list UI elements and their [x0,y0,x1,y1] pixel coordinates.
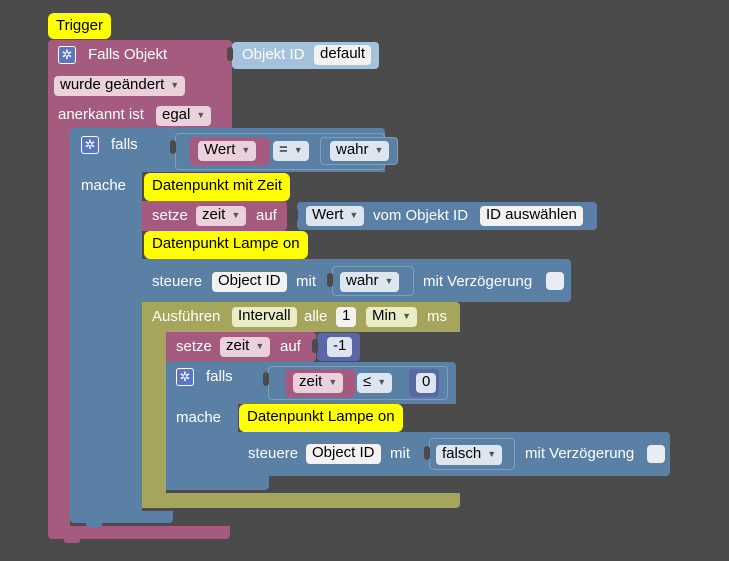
set-to-label: auf [256,207,277,224]
lamp-off-value-notch [424,446,430,460]
interval-unit: Min [372,307,397,324]
outer-if-foot-tab [86,522,102,527]
inner-if-label: falls [206,368,233,385]
lamp-on-value-notch [327,273,333,287]
outer-do-label: mache [81,177,127,194]
control-label: steuere [152,273,203,290]
set-var-dropdown[interactable]: zeit ▼ [196,206,247,226]
decrement-var-dropdown[interactable]: zeit ▼ [220,337,271,357]
compare-notch [170,140,176,154]
decrement-number-notch [312,339,318,353]
object-id-label: Objekt ID [242,46,305,63]
interval-unit-dropdown[interactable]: Min ▼ [366,307,418,327]
decrement-to-label: auf [280,338,301,355]
lamp-off-value: falsch [442,445,482,462]
prop-value: Wert [312,206,344,223]
compare-operator-dropdown[interactable]: =▼ [273,141,309,161]
set-time-comment[interactable]: Datenpunkt mit Zeit [144,173,291,201]
decrement-var-value: zeit [226,337,250,354]
bool-true-value: wahr [336,141,369,158]
lamp-off-value-dropdown[interactable]: falsch ▼ [436,445,503,465]
outer-if-footer [70,511,173,523]
wert-var-dropdown[interactable]: Wert ▼ [198,141,257,161]
chevron-down-icon: ▼ [170,80,180,90]
chevron-down-icon: ▼ [402,311,412,321]
lamp-off-comment[interactable]: Datenpunkt Lampe on [239,404,403,432]
with-label: mit [296,273,316,290]
chevron-down-icon: ▼ [374,145,384,155]
chevron-down-icon: ▼ [293,145,303,155]
delay-label: mit Verzögerung [423,273,533,290]
object-id-field[interactable]: default [314,45,372,65]
ack-label: anerkannt ist [58,106,144,123]
trigger-title: Falls Objekt [88,46,168,63]
trigger-foot-tab [64,537,80,543]
trigger-comment[interactable]: Trigger [48,13,111,39]
chevron-down-icon: ▼ [231,210,241,220]
exec-label: Ausführen [152,308,221,325]
get-value-notch [292,208,298,222]
outer-if-spine [70,170,142,516]
chevron-down-icon: ▼ [349,210,359,220]
lamp-off-delay-checkbox[interactable] [647,445,665,463]
chevron-down-icon: ▼ [384,276,394,286]
zero-number-field[interactable]: 0 [416,373,437,393]
interval-mode-dropdown[interactable]: Intervall [232,307,297,327]
set-var-value: zeit [202,206,226,223]
object-id-input-notch [227,47,233,61]
chevron-down-icon: ▼ [196,110,206,120]
wert-var-value: Wert [204,141,236,158]
inner-compare-notch [263,372,269,386]
decrement-number-field[interactable]: -1 [327,337,353,357]
delay-checkbox[interactable] [546,272,564,290]
trigger-block-spine [48,128,70,530]
set-label: setze [152,207,188,224]
inner-operator: ≤ [363,373,372,390]
changed-dropdown[interactable]: wurde geändert ▼ [54,76,186,96]
outer-if-label: falls [111,136,138,153]
chevron-down-icon: ▼ [487,449,497,459]
every-label: alle [304,308,328,325]
chevron-down-icon: ▼ [241,145,251,155]
zeit-var-dropdown[interactable]: zeit ▼ [293,373,344,393]
ack-dropdown[interactable]: egal ▼ [156,106,212,126]
gear-icon[interactable]: ✲ [81,136,99,154]
ms-label: ms [427,308,447,325]
lamp-off-object-field[interactable]: Object ID [306,444,381,464]
prop-dropdown[interactable]: Wert ▼ [306,206,365,226]
inner-do-label: mache [176,409,222,426]
interval-spine [142,330,166,498]
lamp-on-value: wahr [346,272,379,289]
lamp-off-delay-label: mit Verzögerung [525,445,635,462]
of-object-label: vom Objekt ID [373,207,469,224]
lamp-on-comment[interactable]: Datenpunkt Lampe on [144,231,308,259]
ack-option: egal [162,106,191,123]
gear-icon[interactable]: ✲ [58,46,76,64]
inner-if-footer [166,476,269,490]
decrement-set-label: setze [176,338,212,355]
select-id-field[interactable]: ID auswählen [480,206,583,226]
chevron-down-icon: ▼ [377,377,387,387]
lamp-on-object-field[interactable]: Object ID [212,272,287,292]
interval-footer [142,493,460,508]
lamp-on-value-dropdown[interactable]: wahr ▼ [340,272,400,292]
interval-amount-field[interactable]: 1 [336,307,357,327]
compare-operator: = [279,141,288,158]
chevron-down-icon: ▼ [255,341,265,351]
lamp-off-with-label: mit [390,445,410,462]
changed-option: wurde geändert [60,76,165,93]
gear-icon[interactable]: ✲ [176,368,194,386]
lamp-off-control-label: steuere [248,445,299,462]
zeit-var-value: zeit [299,373,323,390]
inner-if-spine [166,402,238,480]
bool-true-dropdown[interactable]: wahr ▼ [330,141,390,161]
chevron-down-icon: ▼ [328,377,338,387]
inner-operator-dropdown[interactable]: ≤▼ [357,373,393,393]
trigger-block-footer [48,526,230,539]
